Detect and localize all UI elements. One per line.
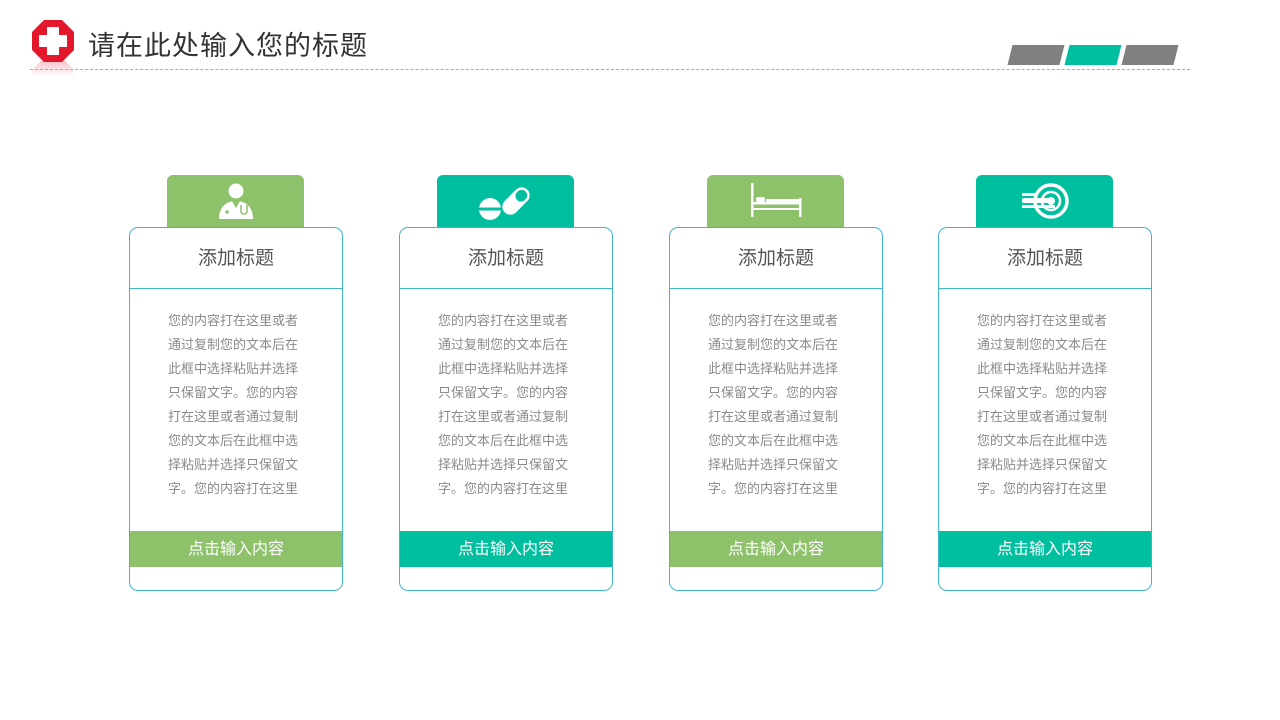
mri-scanner-icon [1021, 183, 1069, 219]
card-action-button[interactable]: 点击输入内容 [400, 531, 612, 567]
card-column-2: 添加标题 您的内容打在这里或者通过复制您的文本后在此框中选择粘贴并选择只保留文字… [399, 175, 613, 592]
card-action-button[interactable]: 点击输入内容 [939, 531, 1151, 567]
icon-tab [976, 175, 1113, 229]
card-body-text: 您的内容打在这里或者通过复制您的文本后在此框中选择粘贴并选择只保留文字。您的内容… [708, 314, 839, 497]
card-column-4: 添加标题 您的内容打在这里或者通过复制您的文本后在此框中选择粘贴并选择只保留文字… [938, 175, 1152, 592]
icon-tab [167, 175, 304, 229]
page-title: 请在此处输入您的标题 [88, 31, 368, 62]
decorative-tabs [1007, 45, 1179, 65]
gray-tab [1121, 45, 1179, 65]
card-action-button[interactable]: 点击输入内容 [130, 531, 342, 567]
card-title: 添加标题 [400, 228, 612, 289]
card-title: 添加标题 [130, 228, 342, 289]
header-divider [30, 69, 1190, 70]
gray-tab [1007, 45, 1065, 65]
hospital-bed-icon [750, 183, 801, 217]
icon-tab [707, 175, 844, 229]
card-body-text: 您的内容打在这里或者通过复制您的文本后在此框中选择粘贴并选择只保留文字。您的内容… [977, 314, 1108, 497]
info-card: 添加标题 您的内容打在这里或者通过复制您的文本后在此框中选择粘贴并选择只保留文字… [129, 227, 343, 591]
info-card: 添加标题 您的内容打在这里或者通过复制您的文本后在此框中选择粘贴并选择只保留文字… [669, 227, 883, 591]
teal-tab [1064, 45, 1122, 65]
logo-reflection [32, 58, 74, 76]
card-title: 添加标题 [939, 228, 1151, 289]
pills-icon [478, 187, 530, 220]
red-cross-icon [32, 20, 74, 62]
card-title: 添加标题 [670, 228, 882, 289]
doctor-icon [218, 183, 253, 219]
card-column-3: 添加标题 您的内容打在这里或者通过复制您的文本后在此框中选择粘贴并选择只保留文字… [669, 175, 883, 592]
card-body-text: 您的内容打在这里或者通过复制您的文本后在此框中选择粘贴并选择只保留文字。您的内容… [438, 314, 569, 497]
info-card: 添加标题 您的内容打在这里或者通过复制您的文本后在此框中选择粘贴并选择只保留文字… [938, 227, 1152, 591]
icon-tab [437, 175, 574, 229]
card-column-1: 添加标题 您的内容打在这里或者通过复制您的文本后在此框中选择粘贴并选择只保留文字… [129, 175, 343, 592]
card-action-button[interactable]: 点击输入内容 [670, 531, 882, 567]
info-card: 添加标题 您的内容打在这里或者通过复制您的文本后在此框中选择粘贴并选择只保留文字… [399, 227, 613, 591]
card-body-text: 您的内容打在这里或者通过复制您的文本后在此框中选择粘贴并选择只保留文字。您的内容… [168, 314, 299, 497]
